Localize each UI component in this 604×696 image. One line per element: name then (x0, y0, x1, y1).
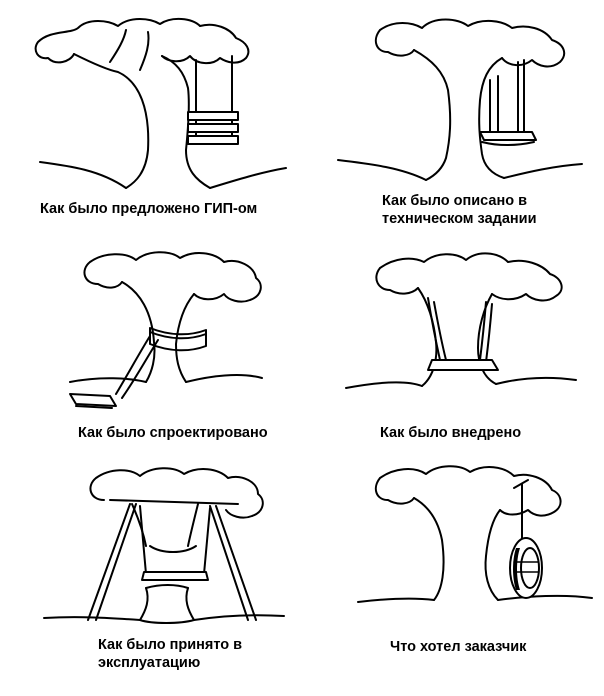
panel-customer-wanted: Что хотел заказчик (302, 450, 604, 696)
tree-swing-drawing-accepted (0, 450, 302, 696)
tree-swing-drawing-specified (302, 0, 604, 232)
panel-proposed: Как было предложено ГИП-ом (0, 0, 302, 232)
caption-customer-wanted: Что хотел заказчик (390, 639, 527, 655)
panel-accepted: Как было принято в эксплуатацию (0, 450, 302, 696)
caption-specified: Как было описано в техническом задании (382, 193, 537, 227)
panel-specified: Как было описано в техническом задании (302, 0, 604, 232)
tree-swing-drawing-customer-wanted (302, 450, 604, 696)
panel-implemented: Как было внедрено (302, 232, 604, 450)
caption-implemented: Как было внедрено (380, 425, 522, 441)
caption-proposed: Как было предложено ГИП-ом (40, 201, 258, 217)
tree-swing-drawing-designed (0, 232, 302, 450)
caption-designed: Как было спроектировано (78, 425, 268, 441)
tree-swing-drawing-proposed (0, 0, 302, 232)
caption-accepted: Как было принято в эксплуатацию (98, 637, 243, 671)
tree-swing-drawing-implemented (302, 232, 604, 450)
panel-designed: Как было спроектировано (0, 232, 302, 450)
